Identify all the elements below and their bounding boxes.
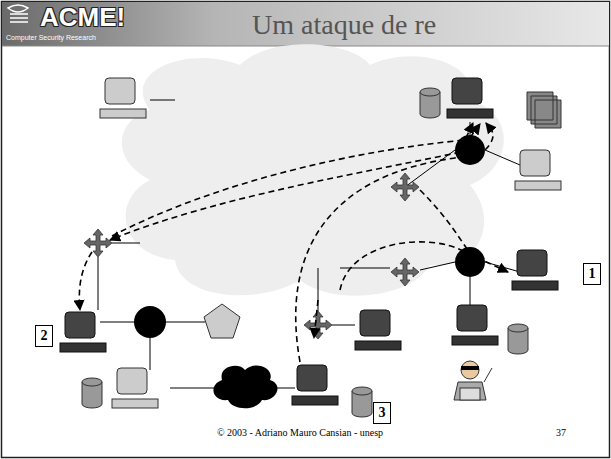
- slide-title: Um ataque de re: [252, 9, 436, 41]
- footer-credit: © 2003 - Adriano Mauro Cansian - unesp: [217, 427, 383, 438]
- callout-number: 1: [589, 267, 596, 281]
- callout-box: 3: [373, 402, 391, 424]
- callout-box: 1: [583, 263, 601, 285]
- callout-number: 2: [41, 329, 48, 343]
- callout-number: 3: [379, 406, 386, 420]
- callout-box: 2: [35, 325, 53, 347]
- logo-text: ACME!: [40, 2, 125, 33]
- logo-subtitle: Computer Security Research: [6, 34, 96, 41]
- page-number: 37: [556, 427, 566, 438]
